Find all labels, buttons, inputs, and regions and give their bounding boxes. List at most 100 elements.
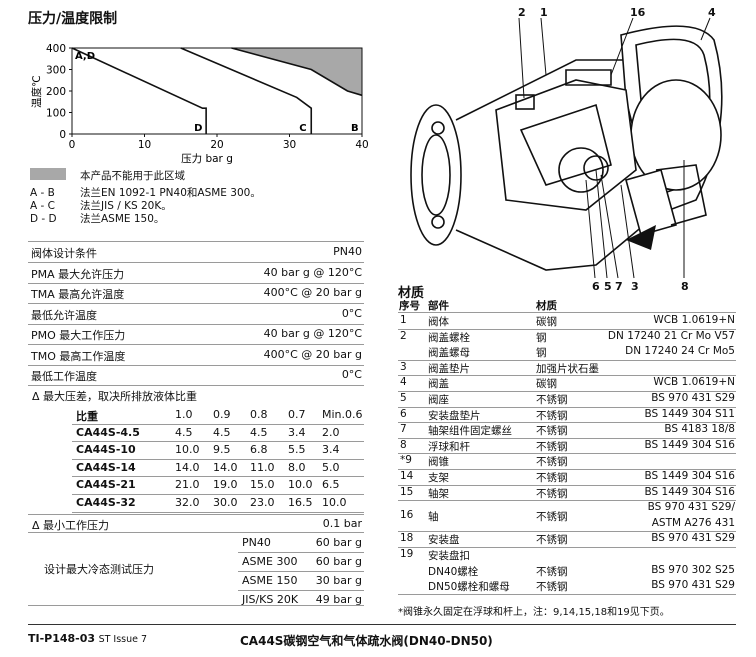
divider <box>398 422 736 424</box>
curve-B <box>231 47 363 97</box>
design-value: 40 bar g @ 120°C <box>263 327 362 340</box>
divider <box>398 328 736 330</box>
legend-text: 法兰JIS / KS 20K。 <box>80 200 172 212</box>
dp-cell: 3.4 <box>288 425 306 439</box>
material-type: 钢 <box>536 347 547 360</box>
design-row: PMA 最大允许压力 40 bar g @ 120°C <box>28 263 364 284</box>
y-tick-label: 400 <box>46 43 66 55</box>
material-part: 轴 <box>428 511 439 524</box>
dp-cell: 8.0 <box>288 460 306 474</box>
material-type: 碳钢 <box>536 378 557 391</box>
material-spec: ASTM A276 431 <box>651 516 735 529</box>
dp-cell: 30.0 <box>213 496 238 509</box>
test-value: 49 bar g <box>315 593 362 606</box>
dp-cell: 6.5 <box>322 478 340 492</box>
material-part: 安装盘垫片 <box>428 409 481 422</box>
divider <box>28 532 364 533</box>
divider <box>398 531 736 533</box>
dp-header-cell: 比重 <box>76 410 98 423</box>
dp-header-cell: 1.0 <box>175 408 193 421</box>
doc-id: TI-P148-03 <box>28 632 96 645</box>
material-type: 加强片状石墨 <box>536 362 599 375</box>
dp-cell: 14.0 <box>175 460 200 474</box>
material-no: *9 <box>400 454 412 467</box>
material-type: 不锈钢 <box>536 425 568 438</box>
dp-cell: 10.0 <box>288 478 313 492</box>
divider <box>398 406 736 408</box>
divider <box>398 469 736 470</box>
material-part: 安装盘扣 <box>428 550 470 562</box>
callout-label: 6 <box>592 280 600 290</box>
curve-C <box>180 47 313 134</box>
dp-cell: 6.8 <box>250 443 268 457</box>
material-spec: BS 1449 304 S11 <box>644 407 736 420</box>
material-no: 2 <box>400 329 407 342</box>
legend-code: A - C <box>30 200 55 212</box>
dp-cell: 21.0 <box>175 478 200 492</box>
x-tick-label: 20 <box>210 139 223 151</box>
materials-header: 序号 <box>399 300 420 312</box>
callout-label: 4 <box>708 6 716 19</box>
dp-header-cell: 0.9 <box>213 408 231 421</box>
material-spec: BS 970 302 S25 <box>651 563 735 576</box>
material-spec: BS 1449 304 S16 <box>644 438 736 451</box>
x-tick-label: 0 <box>69 139 76 151</box>
divider <box>398 453 736 455</box>
divider <box>28 514 364 515</box>
material-type: 不锈钢 <box>536 409 568 422</box>
material-type: 不锈钢 <box>536 456 568 469</box>
dp-cell: 10.0 <box>175 443 200 457</box>
divider <box>398 391 736 392</box>
min-pressure-label: Δ 最小工作压力 <box>32 519 110 532</box>
material-part: 支架 <box>428 472 449 484</box>
doc-issue: ST Issue 7 <box>98 634 148 645</box>
material-type: 不锈钢 <box>536 534 568 547</box>
dp-cell: 14.0 <box>213 460 238 474</box>
material-type: 不锈钢 <box>536 581 568 594</box>
test-value: 30 bar g <box>315 574 362 587</box>
material-part: 阀体 <box>428 316 449 328</box>
dp-title: Δ 最大压差，取决所排放液体比重 <box>32 390 198 403</box>
test-value: 60 bar g <box>315 555 362 568</box>
design-label: 最低工作温度 <box>31 370 97 383</box>
material-part: 安装盘 <box>428 534 460 547</box>
divider <box>72 441 364 443</box>
y-tick-label: 0 <box>59 129 66 141</box>
dp-cell: 4.5 <box>175 425 193 439</box>
divider <box>398 359 736 361</box>
design-label: TMA 最高允许温度 <box>31 288 125 301</box>
material-no: 4 <box>400 376 407 389</box>
dp-header-cell: 0.8 <box>250 408 268 421</box>
material-spec: BS 970 431 S29 <box>651 579 735 592</box>
callout-label: 7 <box>615 280 623 290</box>
design-value: 0°C <box>341 306 362 320</box>
dp-header-cell: 0.7 <box>288 408 306 421</box>
region-label: A,D <box>75 51 95 62</box>
x-tick-label: 40 <box>355 139 368 151</box>
material-type: 不锈钢 <box>536 440 568 453</box>
callout-label: 5 <box>604 280 612 290</box>
divider <box>398 500 736 502</box>
material-part: 阀座 <box>428 394 449 406</box>
design-value: 40 bar g @ 120°C <box>263 265 362 279</box>
design-label: PMA 最大允许压力 <box>31 267 125 281</box>
material-part: DN50螺栓和螺母 <box>428 581 510 594</box>
dp-cell: 19.0 <box>213 478 238 492</box>
material-spec: DN 17240 21 Cr Mo V57 <box>607 329 735 342</box>
materials-header: 部件 <box>428 300 449 312</box>
material-spec: BS 970 431 S29/ <box>647 501 735 514</box>
material-no: 19 <box>400 548 414 560</box>
divider <box>398 437 736 439</box>
curve-D <box>71 47 207 134</box>
material-no: 7 <box>400 423 407 436</box>
material-spec: BS 970 431 S29 <box>651 532 735 545</box>
callout-label: 2 <box>518 6 526 19</box>
dp-cell: 11.0 <box>250 460 275 474</box>
material-type: 不锈钢 <box>536 487 568 500</box>
min-pressure-value: 0.1 bar <box>322 517 362 530</box>
